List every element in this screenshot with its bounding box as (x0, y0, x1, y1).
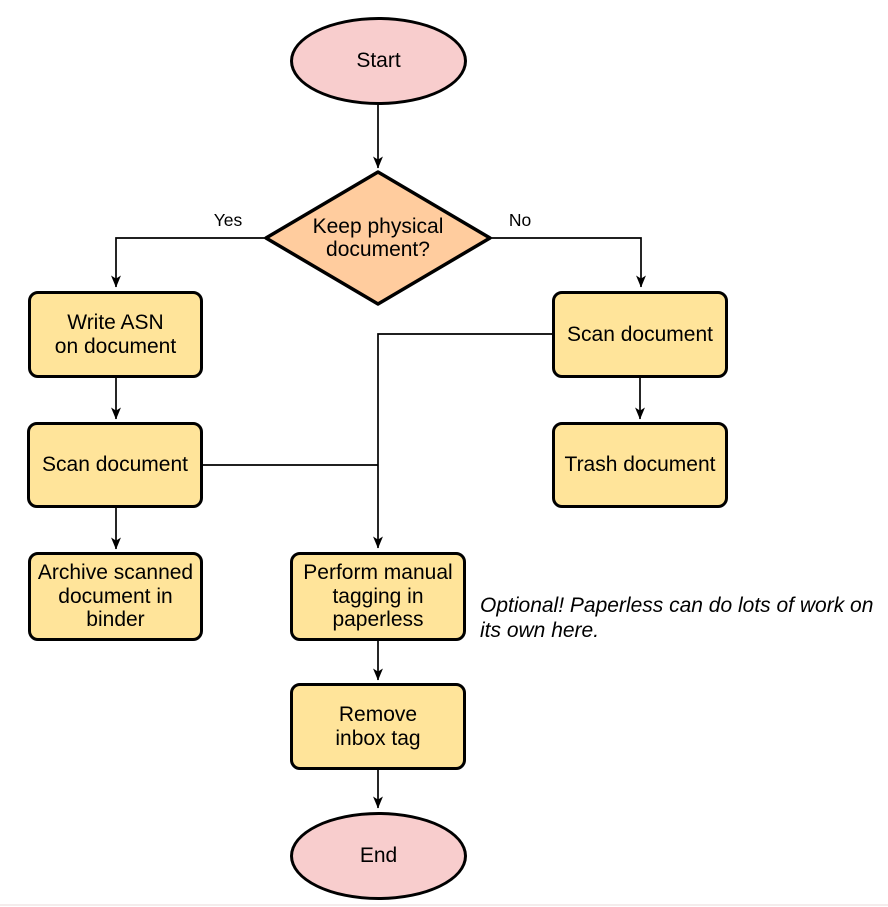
edge-decision-no-to-scan-right (490, 237, 646, 288)
edge-label-no: No (508, 210, 532, 230)
node-trash-document: Trash document (552, 422, 728, 508)
page-bottom-divider (0, 904, 888, 906)
node-remove-inbox-tag: Remove inbox tag (290, 683, 466, 770)
node-write-asn: Write ASN on document (28, 291, 203, 378)
node-start: Start (290, 17, 467, 105)
node-decision-label: Keep physical document? (312, 214, 444, 262)
node-scan-document-left: Scan document (27, 422, 203, 508)
optional-note: Optional! Paperless can do lots of work … (480, 594, 874, 642)
node-manual-tagging: Perform manual tagging in paperless (290, 552, 466, 641)
node-end: End (290, 812, 467, 900)
edge-scan-right-to-tagging (373, 333, 552, 549)
edge-decision-yes-to-write-asn (111, 237, 266, 288)
node-archive-binder: Archive scanned document in binder (28, 552, 203, 641)
node-scan-document-right: Scan document (552, 291, 728, 378)
node-decision-diamond (264, 170, 492, 306)
edge-label-yes: Yes (213, 210, 243, 230)
